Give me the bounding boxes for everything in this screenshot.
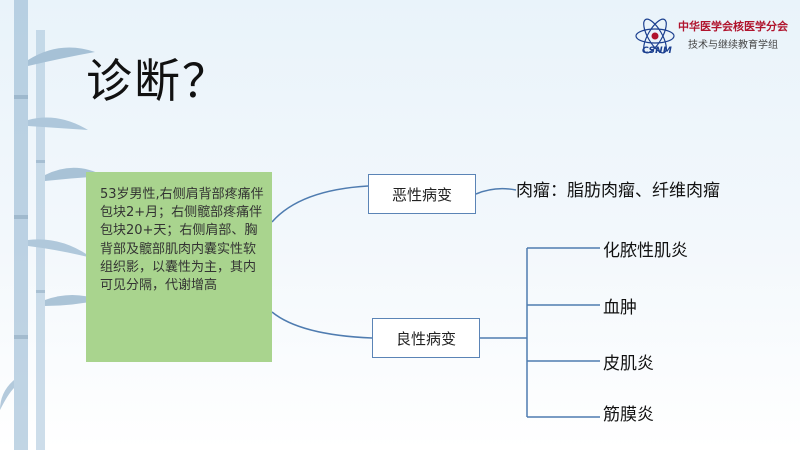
- benign-node: 良性病变: [372, 318, 480, 358]
- bamboo-leaf: [28, 47, 95, 66]
- bamboo-leaf: [28, 239, 92, 258]
- logo-society-name: 中华医学会核医学分会: [678, 20, 788, 33]
- benign-item: 皮肌炎: [603, 354, 654, 374]
- malignant-node: 恶性病变: [368, 174, 476, 214]
- atom-logo-icon: [635, 18, 675, 54]
- benign-item: 血肿: [603, 298, 637, 318]
- bamboo-leaf: [45, 167, 104, 181]
- bamboo-leaf: [0, 380, 14, 410]
- logo-abbreviation: CSNM: [642, 46, 673, 56]
- bamboo-leaf: [28, 117, 88, 130]
- benign-item: 化脓性肌炎: [603, 241, 688, 261]
- society-logo: CSNM 中华医学会核医学分会 技术与继续教育学组: [632, 14, 792, 62]
- logo-group-name: 技术与继续教育学组: [688, 40, 778, 51]
- slide-title: 诊断？: [86, 54, 230, 108]
- connector-case-to-benign: [271, 311, 373, 339]
- benign-item: 筋膜炎: [603, 405, 654, 425]
- case-description-box: 53岁男性,右侧肩背部疼痛伴包块2+月；右侧髋部疼痛伴包块20+天；右侧肩部、胸…: [86, 172, 272, 362]
- malignant-detail: 肉瘤：脂肪肉瘤、纤维肉瘤: [516, 181, 720, 201]
- bamboo-decoration: [0, 0, 104, 450]
- connector-malignant-to-detail: [475, 187, 517, 195]
- connector-case-to-malignant: [271, 185, 369, 223]
